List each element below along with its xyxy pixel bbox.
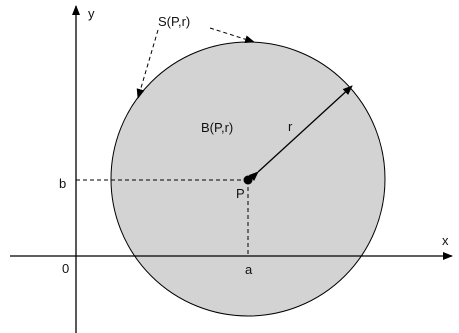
center-point bbox=[243, 175, 253, 185]
origin-label: 0 bbox=[62, 261, 69, 276]
y-axis-label: y bbox=[88, 6, 95, 21]
center-label: P bbox=[236, 186, 245, 201]
radius-arrow bbox=[248, 85, 353, 182]
sphere-pointer-right bbox=[209, 27, 255, 44]
center-x-label: a bbox=[245, 262, 253, 277]
center-y-label: b bbox=[59, 176, 66, 191]
x-axis-label: x bbox=[442, 233, 449, 248]
sphere-label: S(P,r) bbox=[158, 14, 190, 29]
ball-label: B(P,r) bbox=[201, 120, 233, 135]
radius-label: r bbox=[288, 119, 293, 134]
sphere-pointer-left bbox=[136, 29, 159, 99]
